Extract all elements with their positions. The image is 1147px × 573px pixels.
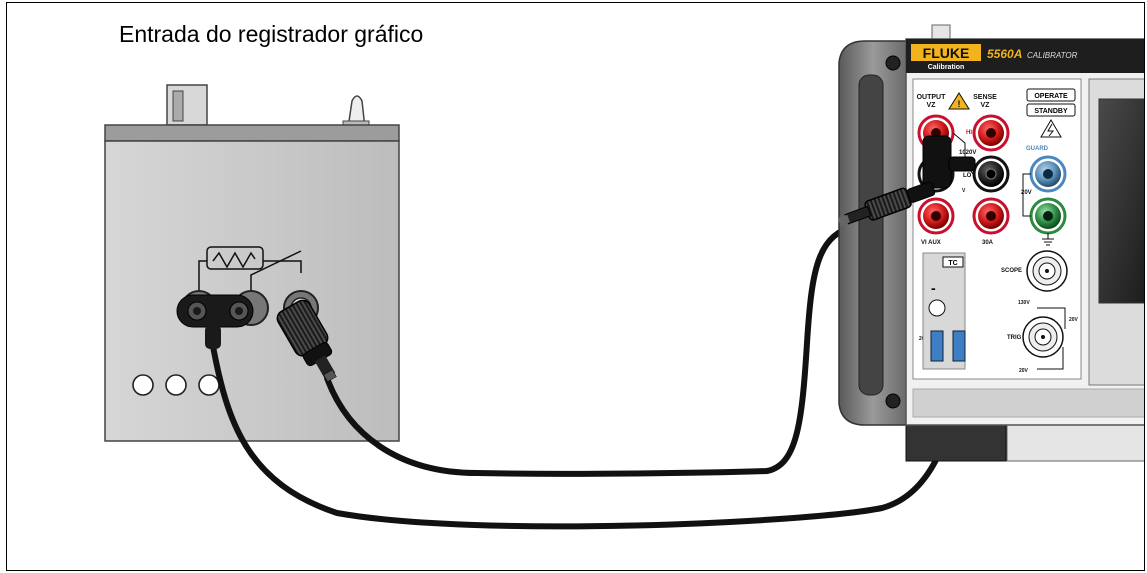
fluke-logo-sub: Calibration bbox=[928, 64, 965, 71]
display-screen bbox=[1098, 98, 1144, 304]
label-guard: GUARD bbox=[1026, 146, 1049, 152]
label-trig: TRIG bbox=[1007, 335, 1022, 341]
recorder-top-slot bbox=[172, 90, 184, 122]
recorder-toggle-lever bbox=[347, 95, 366, 129]
diagram-caption: Entrada do registrador gráfico bbox=[119, 21, 424, 47]
plug-output-lo[interactable] bbox=[922, 135, 952, 189]
warning-icon bbox=[948, 92, 970, 110]
bezel-screw-top bbox=[885, 55, 901, 71]
single-banana-plug[interactable] bbox=[274, 297, 347, 388]
calibrator-top-tab bbox=[931, 24, 951, 40]
test-lead-hi[interactable] bbox=[324, 222, 860, 477]
tc-slot-right[interactable] bbox=[952, 330, 966, 362]
high-voltage-icon bbox=[1040, 119, 1062, 138]
label-20v-right: 20V bbox=[1069, 317, 1079, 323]
calibrator-bottom-strip bbox=[912, 388, 1144, 418]
label-1020v: 1020V bbox=[959, 150, 976, 156]
recorder-top-edge bbox=[104, 124, 400, 142]
label-vi-aux: VI AUX bbox=[921, 240, 941, 246]
tc-slot-left[interactable] bbox=[930, 330, 944, 362]
resistor-symbol bbox=[206, 246, 264, 270]
jack-sense-lo[interactable] bbox=[972, 155, 1010, 193]
jack-ground[interactable] bbox=[1029, 197, 1067, 235]
jack-30a[interactable] bbox=[972, 197, 1010, 235]
label-20vpk: 20V bbox=[1021, 190, 1032, 196]
standby-label: STANDBY bbox=[1034, 108, 1068, 115]
label-sense-vz: VZ bbox=[981, 102, 991, 109]
label-130v: 130V bbox=[1018, 300, 1030, 306]
recorder-hole-2 bbox=[165, 374, 187, 396]
operate-button[interactable] bbox=[1026, 88, 1076, 102]
bezel-screw-bottom bbox=[885, 393, 901, 409]
standby-button[interactable] bbox=[1026, 103, 1076, 117]
calibrator-plug-assembly[interactable] bbox=[836, 135, 976, 231]
recorder-hole-1 bbox=[132, 374, 154, 396]
bnc-scope[interactable] bbox=[1026, 250, 1068, 292]
label-20v-bottom: 20V bbox=[1019, 368, 1029, 374]
label-sense: SENSE bbox=[973, 94, 997, 101]
double-banana-plug[interactable] bbox=[176, 294, 254, 349]
tc-label-box bbox=[942, 256, 964, 268]
model-type: CALIBRATOR bbox=[1027, 51, 1078, 60]
operate-label: OPERATE bbox=[1034, 93, 1068, 100]
label-hi: HI bbox=[966, 130, 972, 136]
recorder-schematic bbox=[198, 246, 302, 293]
label-30a: 30A bbox=[982, 240, 994, 246]
fluke-logo bbox=[911, 44, 981, 61]
calibrator-handle-grip[interactable] bbox=[858, 74, 884, 396]
jack-guard[interactable] bbox=[1029, 155, 1067, 193]
jack-vi-aux[interactable] bbox=[917, 197, 955, 235]
model-number: 5560A bbox=[987, 47, 1022, 61]
svg-text:!: ! bbox=[958, 99, 961, 109]
calibrator-foot bbox=[905, 424, 1007, 462]
recorder-hole-3 bbox=[198, 374, 220, 396]
chart-recorder bbox=[104, 84, 400, 442]
diagram-frame: Entrada do registrador gráfico bbox=[6, 2, 1145, 571]
label-tc: TC bbox=[948, 260, 957, 267]
label-lo: LO bbox=[963, 173, 972, 179]
calibrator-5560a: FLUKE Calibration 5560A CALIBRATOR OUTPU… bbox=[838, 24, 1144, 462]
connection-diagram: FLUKE Calibration 5560A CALIBRATOR OUTPU… bbox=[104, 24, 1144, 530]
label-output: OUTPUT bbox=[917, 94, 947, 101]
bnc-trig[interactable] bbox=[1022, 316, 1064, 358]
label-output-vz: VZ bbox=[927, 102, 937, 109]
tc-connector[interactable] bbox=[928, 299, 946, 317]
label-tc-minus: - bbox=[931, 280, 936, 296]
label-scope: SCOPE bbox=[1001, 268, 1022, 274]
label-vpk: V bbox=[962, 188, 966, 194]
jack-sense-hi[interactable] bbox=[972, 114, 1010, 152]
fluke-logo-text: FLUKE bbox=[923, 45, 970, 61]
